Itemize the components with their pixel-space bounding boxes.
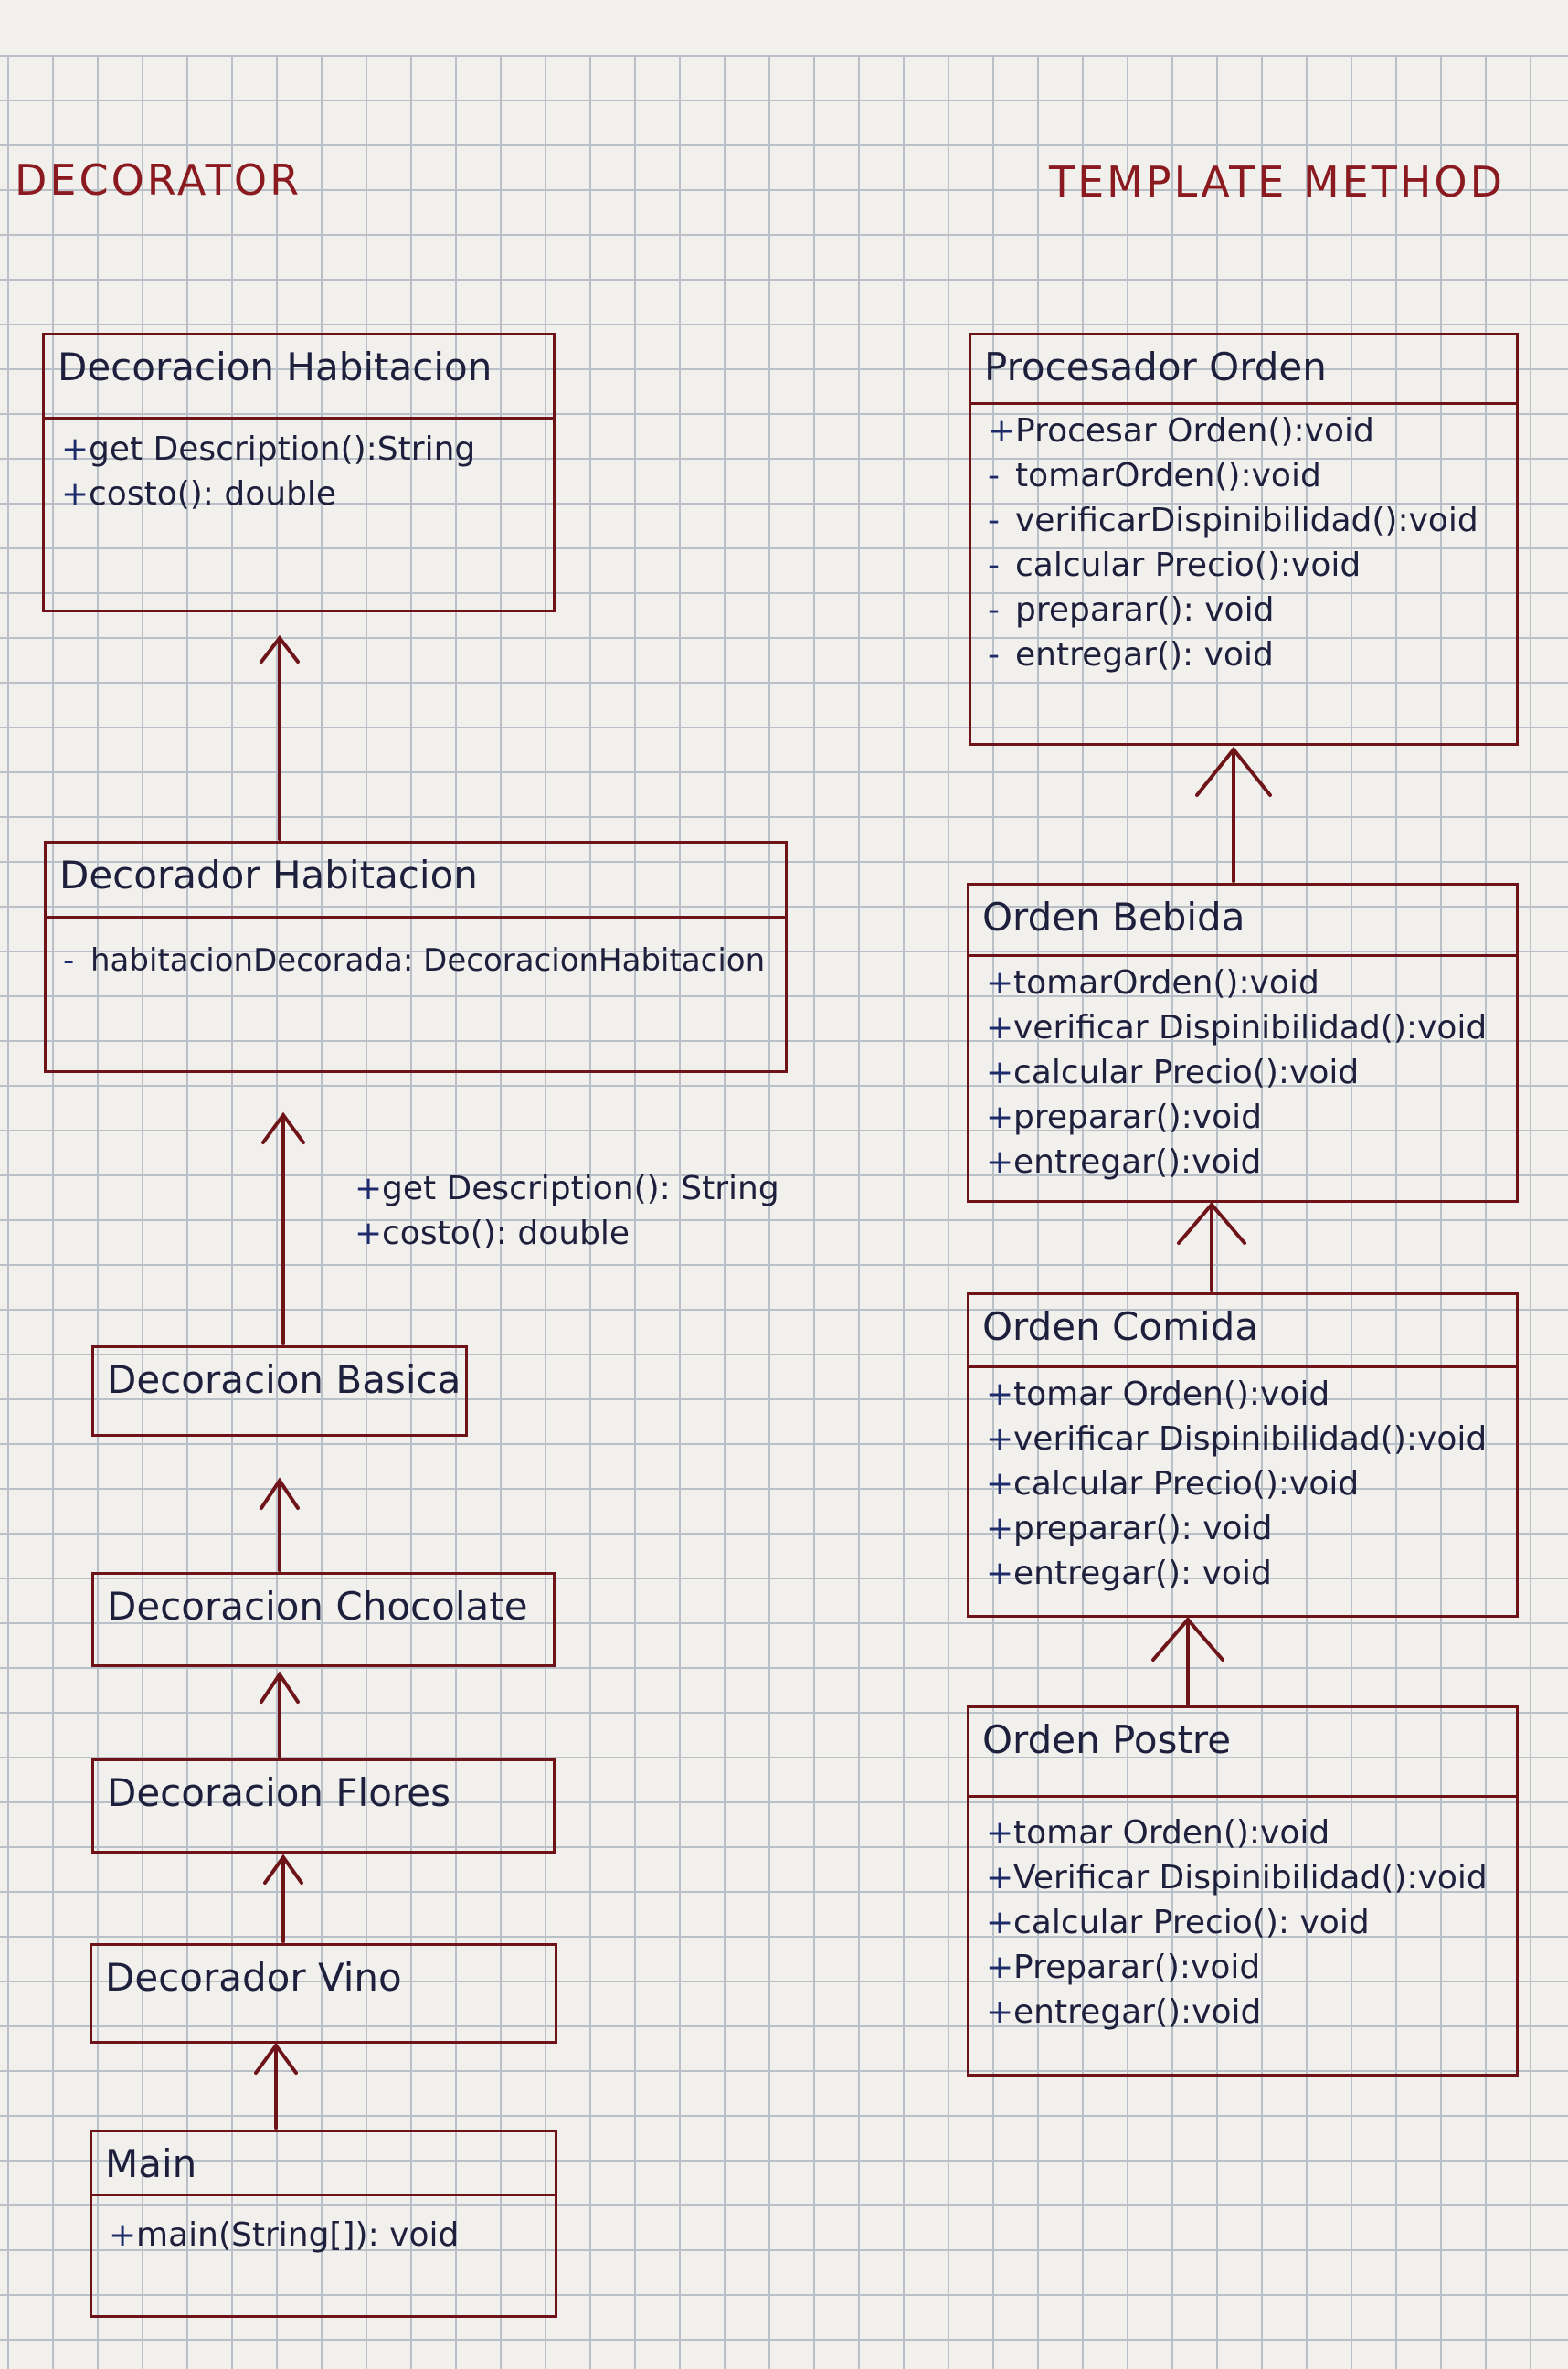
class-name: Main [105, 2141, 197, 2186]
class-orden-comida: Orden Comida +tomar Orden():void +verifi… [967, 1292, 1519, 1618]
class-name: Orden Bebida [982, 895, 1245, 940]
arrow-chocolate-to-basica [260, 1477, 300, 1572]
member: +tomar Orden():void [986, 1376, 1330, 1413]
class-procesador-orden: Procesador Orden +Procesar Orden():void … [969, 333, 1519, 746]
member: +calcular Precio(): void [986, 1904, 1370, 1941]
member: +tomar Orden():void [986, 1814, 1330, 1852]
member: -habitacionDecorada: DecoracionHabitacio… [63, 942, 766, 979]
class-separator [45, 417, 553, 420]
arrow-main-to-vino [254, 2042, 298, 2130]
member: +preparar():void [986, 1099, 1262, 1136]
class-decorador-habitacion: Decorador Habitacion -habitacionDecorada… [44, 841, 788, 1073]
class-main: Main +main(String[]): void [90, 2130, 557, 2318]
class-members: +tomarOrden():void +verificar Dispinibil… [969, 957, 1516, 1190]
member: -calcular Precio():void [988, 547, 1361, 584]
member: +preparar(): void [986, 1510, 1273, 1547]
member: -entregar(): void [988, 636, 1274, 674]
class-name: Procesador Orden [984, 345, 1327, 389]
member: -preparar(): void [988, 591, 1275, 629]
member: +Verificar Dispinibilidad():void [986, 1859, 1488, 1896]
arrow-comida-to-bebida [1177, 1201, 1246, 1292]
arrow-decorador-to-decoracion [260, 634, 300, 841]
inherited-methods-note: +get Description(): String +costo(): dou… [355, 1166, 779, 1256]
class-name: Decorador Vino [105, 1955, 402, 2000]
class-name: Decorador Habitacion [59, 853, 478, 898]
member: +calcular Precio():void [986, 1465, 1360, 1503]
member: +calcular Precio():void [986, 1054, 1360, 1091]
member: +main(String[]): void [109, 2216, 460, 2254]
decorator-heading: DECORATOR [15, 155, 302, 205]
member: -tomarOrden():void [988, 457, 1321, 494]
class-members: +main(String[]): void [92, 2196, 555, 2263]
arrow-flores-to-chocolate [260, 1671, 300, 1758]
class-name: Decoracion Flores [107, 1770, 450, 1815]
member: +costo(): double [61, 475, 337, 513]
member: +tomarOrden():void [986, 964, 1319, 1002]
class-separator [969, 1365, 1516, 1368]
member: +Preparar():void [986, 1949, 1261, 1986]
member: +Procesar Orden():void [988, 412, 1374, 450]
class-members: +tomar Orden():void +Verificar Dispinibi… [969, 1798, 1516, 2040]
class-members: +Procesar Orden():void -tomarOrden():voi… [971, 405, 1516, 683]
arrow-basica-to-decorador [261, 1111, 305, 1345]
class-decorador-vino: Decorador Vino [90, 1943, 557, 2044]
class-name: Orden Comida [982, 1304, 1259, 1349]
class-orden-postre: Orden Postre +tomar Orden():void +Verifi… [967, 1705, 1519, 2077]
class-members: +tomar Orden():void +verificar Dispinibi… [969, 1368, 1516, 1601]
class-separator [47, 916, 785, 919]
class-members: +get Description():String +costo(): doub… [45, 420, 553, 522]
class-decoracion-habitacion: Decoracion Habitacion +get Description()… [42, 333, 556, 612]
member: +entregar():void [986, 1143, 1262, 1181]
class-decoracion-chocolate: Decoracion Chocolate [91, 1572, 556, 1667]
class-name: Orden Postre [982, 1717, 1232, 1762]
class-name: Decoracion Habitacion [58, 345, 493, 389]
class-name: Decoracion Basica [107, 1357, 461, 1402]
template-method-heading: TEMPLATE METHOD [1049, 157, 1506, 207]
class-members: -habitacionDecorada: DecoracionHabitacio… [47, 919, 785, 989]
member: +entregar(): void [986, 1555, 1272, 1592]
arrow-vino-to-flores [263, 1854, 303, 1943]
member: +get Description():String [61, 430, 476, 468]
class-name: Decoracion Chocolate [107, 1584, 528, 1629]
class-separator [969, 954, 1516, 957]
class-separator [971, 402, 1516, 405]
class-decoracion-flores: Decoracion Flores [91, 1758, 556, 1854]
class-orden-bebida: Orden Bebida +tomarOrden():void +verific… [967, 883, 1519, 1203]
arrow-postre-to-comida [1151, 1616, 1224, 1705]
member: +entregar():void [986, 1993, 1262, 2031]
note-line: +costo(): double [355, 1215, 630, 1252]
note-line: +get Description(): String [355, 1170, 779, 1207]
member: +verificar Dispinibilidad():void [986, 1009, 1488, 1046]
arrow-bebida-to-procesador [1195, 746, 1272, 883]
class-separator [92, 2194, 555, 2196]
member: -verificarDispinibilidad():void [988, 502, 1478, 539]
member: +verificar Dispinibilidad():void [986, 1420, 1488, 1458]
class-separator [969, 1795, 1516, 1798]
class-decoracion-basica: Decoracion Basica [91, 1345, 468, 1437]
graph-paper-grid [0, 55, 1568, 2369]
